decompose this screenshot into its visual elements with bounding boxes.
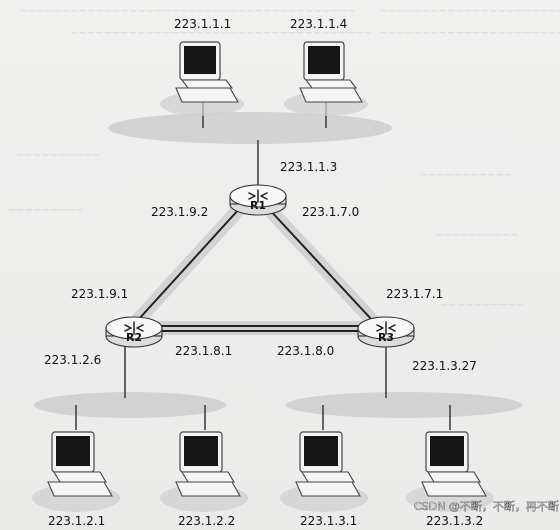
r1-subnet-interface-label: 223.1.1.3 xyxy=(280,160,337,174)
keyboard-icon xyxy=(301,471,355,483)
link-r1-r3 xyxy=(267,207,373,321)
r1-right-interface-label: 223.1.7.0 xyxy=(302,205,359,219)
watermark-text: CSDN @不断，不断，再不断！ xyxy=(414,499,560,513)
host-ip-label-top-right: 223.1.1.4 xyxy=(290,17,347,31)
host-base-icon xyxy=(295,481,361,497)
host-base-icon xyxy=(47,481,113,497)
router-arrows-icon xyxy=(124,321,144,335)
keyboard-icon xyxy=(181,471,235,483)
router-label: R1 xyxy=(250,199,266,212)
top-subnet-band xyxy=(108,112,392,144)
monitor-screen xyxy=(184,46,216,74)
router-r2: R2 xyxy=(105,316,163,348)
host-ip-label-top-left: 223.1.1.1 xyxy=(174,17,231,31)
host-bottom-1 xyxy=(32,431,120,512)
host-bottom-2 xyxy=(160,431,248,512)
r3-right-interface-label: 223.1.3.27 xyxy=(412,359,477,373)
router-arrows-icon xyxy=(376,321,396,335)
monitor-screen xyxy=(304,436,338,466)
r2-bottom-right-interface-label: 223.1.8.1 xyxy=(175,344,232,358)
router-r1: R1 xyxy=(229,184,287,216)
host-base-icon xyxy=(175,87,239,103)
monitor-screen xyxy=(56,436,90,466)
monitor-screen xyxy=(184,436,218,466)
router-r3: R3 xyxy=(357,316,415,348)
host-ip-label-bottom-4: 223.1.3.2 xyxy=(426,514,483,528)
monitor-screen xyxy=(430,436,464,466)
keyboard-icon xyxy=(180,79,234,89)
host-bottom-3 xyxy=(280,431,368,512)
r3-left-interface-label: 223.1.8.0 xyxy=(277,344,334,358)
keyboard-icon xyxy=(304,79,358,89)
link-r1-r2 xyxy=(137,207,241,321)
host-ip-label-bottom-1: 223.1.2.1 xyxy=(48,514,105,528)
host-ip-label-bottom-2: 223.1.2.2 xyxy=(178,514,235,528)
keyboard-icon xyxy=(427,471,481,483)
r2-left-interface-label: 223.1.2.6 xyxy=(44,353,101,367)
router-arrows-icon xyxy=(248,189,268,203)
host-base-icon xyxy=(175,481,241,497)
host-base-icon xyxy=(299,87,363,103)
host-base-icon xyxy=(421,481,487,497)
bottom-left-subnet-band xyxy=(34,392,226,418)
monitor-screen xyxy=(308,46,340,74)
host-top-right xyxy=(284,41,368,116)
r3-top-interface-label: 223.1.7.1 xyxy=(386,287,443,301)
router-label: R3 xyxy=(378,331,394,344)
host-bottom-4 xyxy=(406,431,494,512)
bottom-right-subnet-band xyxy=(286,392,522,418)
r1-left-interface-label: 223.1.9.2 xyxy=(151,205,208,219)
router-label: R2 xyxy=(126,331,142,344)
host-ip-label-bottom-3: 223.1.3.1 xyxy=(300,514,357,528)
host-top-left xyxy=(160,41,244,116)
keyboard-icon xyxy=(53,471,107,483)
r2-top-interface-label: 223.1.9.1 xyxy=(71,287,128,301)
